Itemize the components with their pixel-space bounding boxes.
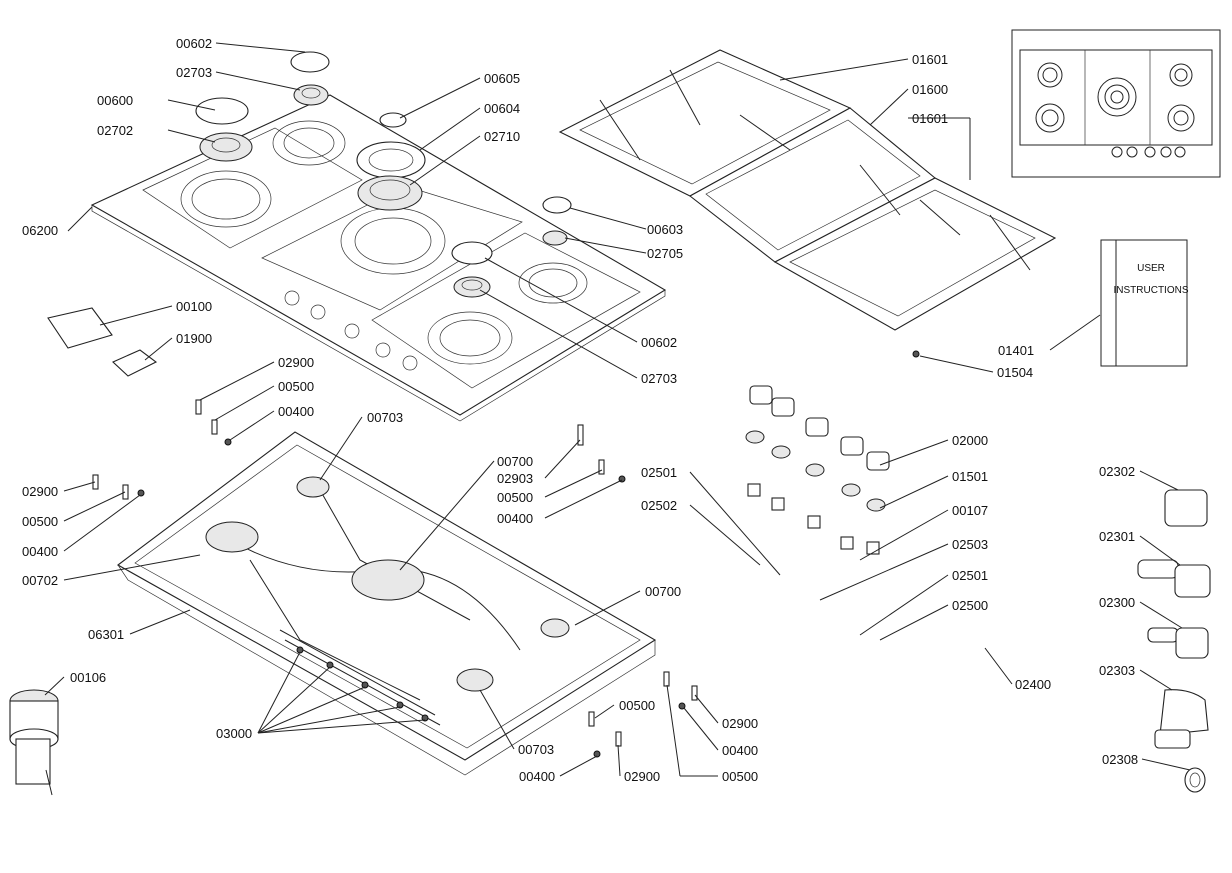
label-06301: 06301 — [88, 627, 124, 642]
label-00500-a: 00500 — [278, 379, 314, 394]
part-labels: 00602 02703 00600 02702 00605 00604 0271… — [22, 36, 1138, 784]
label-02300: 02300 — [1099, 595, 1135, 610]
label-00605: 00605 — [484, 71, 520, 86]
label-00400-a: 00400 — [278, 404, 314, 419]
label-00500-c: 00500 — [497, 490, 533, 505]
label-00702: 00702 — [22, 573, 58, 588]
label-06200: 06200 — [22, 223, 58, 238]
label-02503: 02503 — [952, 537, 988, 552]
label-01601-a: 01601 — [912, 52, 948, 67]
label-01504: 01504 — [997, 365, 1033, 380]
label-00400-e: 00400 — [722, 743, 758, 758]
label-02900-a: 02900 — [278, 355, 314, 370]
label-00400-c: 00400 — [497, 511, 533, 526]
label-02900-d: 02900 — [722, 716, 758, 731]
label-02501-b: 02501 — [952, 568, 988, 583]
label-00603: 00603 — [647, 222, 683, 237]
label-00106: 00106 — [70, 670, 106, 685]
label-02303: 02303 — [1099, 663, 1135, 678]
label-02302: 02302 — [1099, 464, 1135, 479]
label-02900-c: 02900 — [624, 769, 660, 784]
label-02501-a: 02501 — [641, 465, 677, 480]
label-01401: 01401 — [998, 343, 1034, 358]
burner-caps — [195, 51, 572, 298]
control-knobs — [745, 385, 890, 555]
hob-reference-thumbnail — [1011, 29, 1221, 178]
label-00602-top: 00602 — [176, 36, 212, 51]
manual-line1: USER — [1137, 263, 1165, 274]
small-components — [47, 307, 920, 758]
user-manual-booklet: USER INSTRUCTIONS — [1100, 239, 1189, 367]
label-02301: 02301 — [1099, 529, 1135, 544]
label-02502: 02502 — [641, 498, 677, 513]
label-02705: 02705 — [647, 246, 683, 261]
spark-generator — [9, 689, 59, 796]
label-01601-b: 01601 — [912, 111, 948, 126]
gas-fittings — [1137, 489, 1211, 793]
label-00100: 00100 — [176, 299, 212, 314]
label-02000: 02000 — [952, 433, 988, 448]
label-00700-a: 00700 — [497, 454, 533, 469]
label-02308: 02308 — [1102, 752, 1138, 767]
label-02900-b: 02900 — [22, 484, 58, 499]
label-00400-b: 00400 — [22, 544, 58, 559]
label-01501: 01501 — [952, 469, 988, 484]
label-02703-top: 02703 — [176, 65, 212, 80]
label-02710: 02710 — [484, 129, 520, 144]
cooktop-base-pan — [116, 431, 657, 776]
label-00602-bottom: 00602 — [641, 335, 677, 350]
label-00500-b: 00500 — [22, 514, 58, 529]
label-00703-a: 00703 — [367, 410, 403, 425]
label-00107: 00107 — [952, 503, 988, 518]
label-00500-e: 00500 — [722, 769, 758, 784]
manual-line2: INSTRUCTIONS — [1114, 285, 1189, 296]
label-02903: 02903 — [497, 471, 533, 486]
leader-lines — [44, 42, 1191, 777]
label-02703-bottom: 02703 — [641, 371, 677, 386]
label-03000: 03000 — [216, 726, 252, 741]
label-00600: 00600 — [97, 93, 133, 108]
label-01900: 01900 — [176, 331, 212, 346]
label-02400: 02400 — [1015, 677, 1051, 692]
pan-supports — [558, 49, 1057, 331]
label-00604: 00604 — [484, 101, 520, 116]
label-02702: 02702 — [97, 123, 133, 138]
label-01600: 01600 — [912, 82, 948, 97]
label-00700-b: 00700 — [645, 584, 681, 599]
label-00400-d: 00400 — [519, 769, 555, 784]
label-00703-b: 00703 — [518, 742, 554, 757]
label-00500-d: 00500 — [619, 698, 655, 713]
label-02500: 02500 — [952, 598, 988, 613]
